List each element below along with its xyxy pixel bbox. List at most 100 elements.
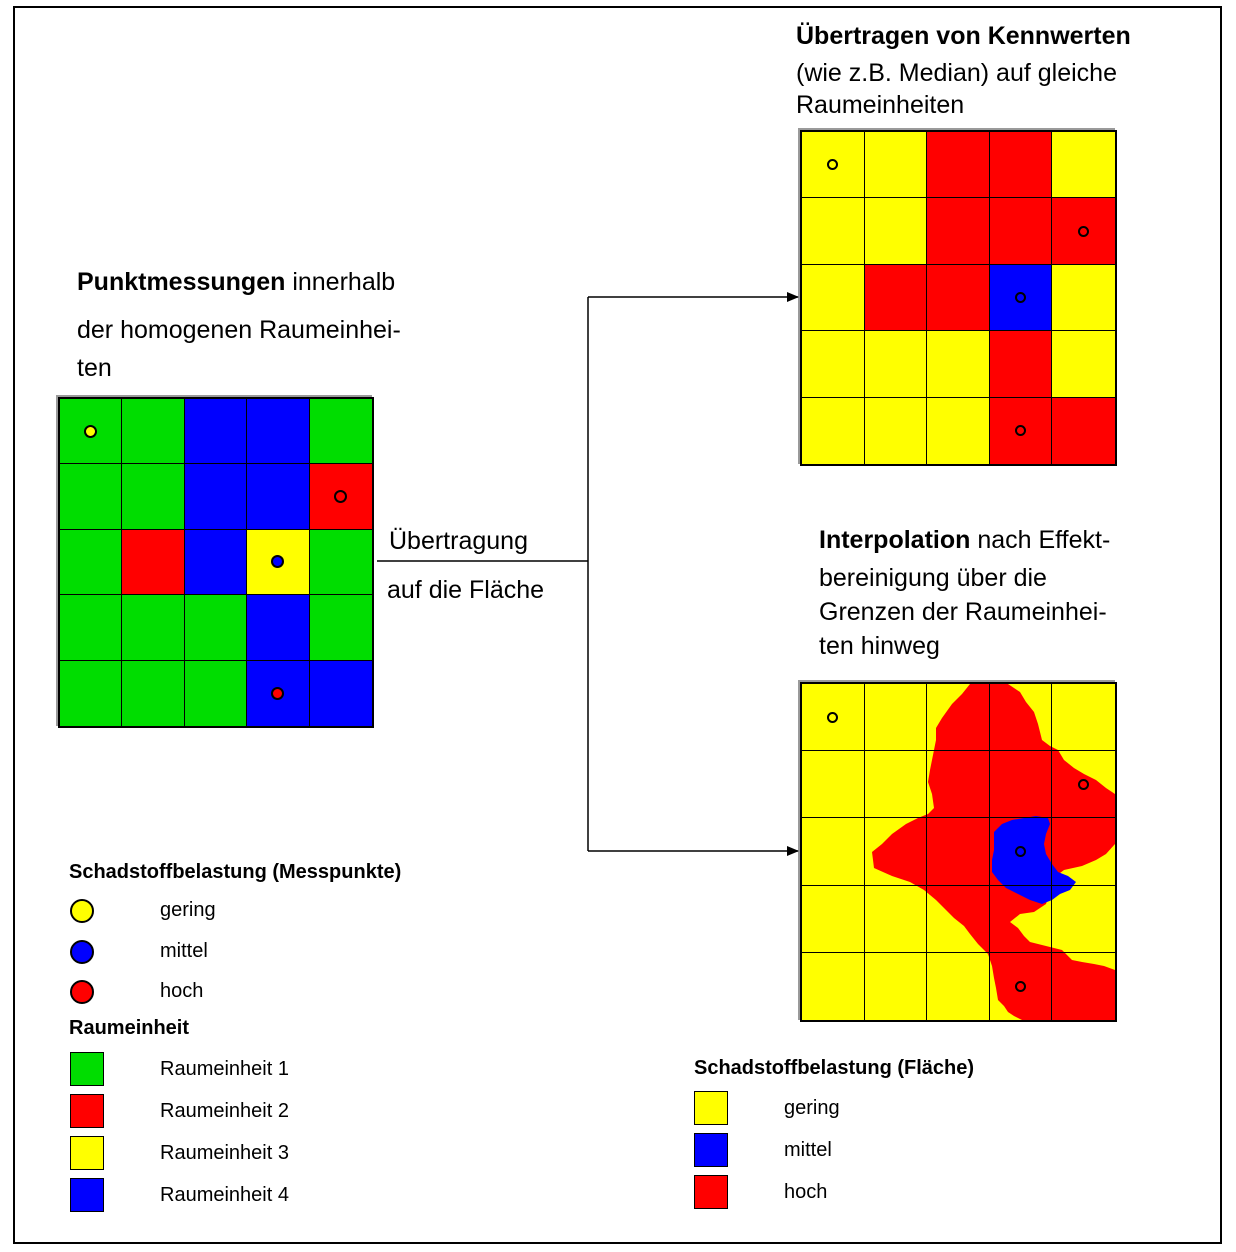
interpolation-cell — [864, 751, 928, 819]
median-cell — [927, 397, 990, 464]
spatial-unit-cell — [60, 529, 123, 596]
median-cell — [802, 397, 865, 464]
legend-point-low-swatch — [70, 899, 94, 923]
spatial-unit-cell — [247, 399, 310, 465]
legend-unit-3-label: Raumeinheit 3 — [160, 1142, 289, 1164]
legend-unit-1-swatch — [70, 1052, 104, 1086]
median-measurement-point — [1015, 291, 1027, 303]
median-measurement-point — [827, 159, 839, 171]
spatial-unit-cell — [122, 660, 185, 726]
median-cell — [1052, 264, 1115, 332]
median-cell — [864, 198, 928, 265]
spatial-unit-cell — [122, 595, 185, 661]
transfer-label-line2: auf die Fläche — [387, 576, 545, 604]
median-transfer-title: Übertragen von Kennwerten — [796, 22, 1131, 50]
spatial-unit-cell — [60, 595, 123, 661]
interpolation-line2: bereinigung über die — [819, 564, 1047, 592]
median-cell — [989, 331, 1053, 398]
legend-unit-1-label: Raumeinheit 1 — [160, 1058, 289, 1080]
legend-units-title: Raumeinheit — [69, 1017, 190, 1039]
spatial-unit-cell — [122, 529, 185, 596]
point-measurements-title: Punktmessungen innerhalb — [77, 264, 395, 300]
spatial-unit-cell — [309, 660, 372, 726]
interpolation-cell — [864, 684, 928, 752]
point-measurements-line2: der homogenen Raumeinhei- — [77, 316, 401, 344]
median-cell — [989, 132, 1053, 199]
interpolation-line3: Grenzen der Raumeinhei- — [819, 598, 1107, 626]
spatial-unit-cell — [60, 660, 123, 726]
spatial-unit-cell — [122, 464, 185, 530]
spatial-unit-cell — [184, 529, 248, 596]
spatial-unit-cell — [184, 595, 248, 661]
median-cell — [927, 132, 990, 199]
interpolation-cell — [802, 684, 865, 752]
interpolation-cell — [989, 684, 1053, 752]
median-cell — [989, 264, 1053, 332]
median-measurement-point — [1078, 225, 1090, 237]
point-measurements-line3: ten — [77, 354, 112, 382]
median-cell — [989, 198, 1053, 265]
point-measurements-title-rest: innerhalb — [285, 268, 396, 296]
transfer-label-line1: Übertragung — [389, 527, 528, 555]
median-transfer-grid — [800, 130, 1117, 466]
spatial-unit-cell — [247, 529, 310, 596]
median-transfer-line2: (wie z.B. Median) auf gleiche — [796, 59, 1117, 87]
interpolation-cell — [802, 818, 865, 886]
median-cell — [1052, 132, 1115, 199]
median-cell — [864, 132, 928, 199]
spatial-unit-cell — [184, 399, 248, 465]
interpolation-measurement-point — [827, 711, 839, 723]
legend-unit-2-label: Raumeinheit 2 — [160, 1100, 289, 1122]
legend-area-high-label: hoch — [784, 1181, 828, 1203]
legend-point-low-label: gering — [160, 899, 216, 921]
legend-area-medium-label: mittel — [784, 1139, 832, 1161]
interpolation-title: Interpolation nach Effekt- — [819, 522, 1110, 558]
interpolation-cell — [989, 885, 1053, 953]
spatial-unit-cell — [309, 529, 372, 596]
spatial-unit-measurement-point — [271, 555, 285, 569]
legend-unit-3-swatch — [70, 1136, 104, 1170]
spatial-unit-cell — [309, 399, 372, 465]
median-measurement-point — [1015, 425, 1027, 437]
interpolation-measurement-point — [1015, 980, 1027, 992]
interpolation-cell — [802, 751, 865, 819]
legend-area-title: Schadstoffbelastung (Fläche) — [694, 1057, 975, 1079]
median-cell — [802, 264, 865, 332]
interpolation-cell — [1052, 684, 1115, 752]
legend-point-medium-label: mittel — [160, 940, 208, 962]
spatial-unit-measurement-point — [334, 490, 348, 504]
interpolation-title-rest: nach Effekt- — [970, 526, 1111, 554]
spatial-unit-cell — [184, 660, 248, 726]
interpolated-high-area — [872, 684, 1115, 1020]
spatial-unit-cell — [184, 464, 248, 530]
legend-unit-4-swatch — [70, 1178, 104, 1212]
interpolation-cell — [927, 818, 990, 886]
legend-unit-2-swatch — [70, 1094, 104, 1128]
point-measurements-title-bold: Punktmessungen — [77, 268, 286, 296]
interpolation-cell — [802, 885, 865, 953]
spatial-unit-cell — [122, 399, 185, 465]
median-cell — [802, 198, 865, 265]
interpolation-cell — [1052, 818, 1115, 886]
interpolation-surface — [872, 684, 1115, 1020]
interpolation-cell — [927, 952, 990, 1020]
legend-point-high-swatch — [70, 980, 94, 1004]
median-cell — [864, 331, 928, 398]
interpolation-cell — [864, 818, 928, 886]
legend-area-high-swatch — [694, 1175, 728, 1209]
legend-unit-4-label: Raumeinheit 4 — [160, 1184, 289, 1206]
interpolation-cell — [1052, 953, 1115, 1020]
median-cell — [1052, 397, 1115, 464]
spatial-unit-measurement-point — [271, 686, 285, 700]
median-cell — [927, 331, 990, 398]
spatial-unit-cell — [247, 464, 310, 530]
spatial-unit-cell — [247, 660, 310, 726]
legend-point-medium-swatch — [70, 940, 94, 964]
legend-points-title: Schadstoffbelastung (Messpunkte) — [69, 861, 402, 883]
median-cell — [802, 331, 865, 398]
median-cell — [927, 264, 990, 332]
median-cell — [864, 397, 928, 464]
interpolated-medium-area — [992, 816, 1076, 904]
interpolation-title-bold: Interpolation — [819, 526, 971, 554]
